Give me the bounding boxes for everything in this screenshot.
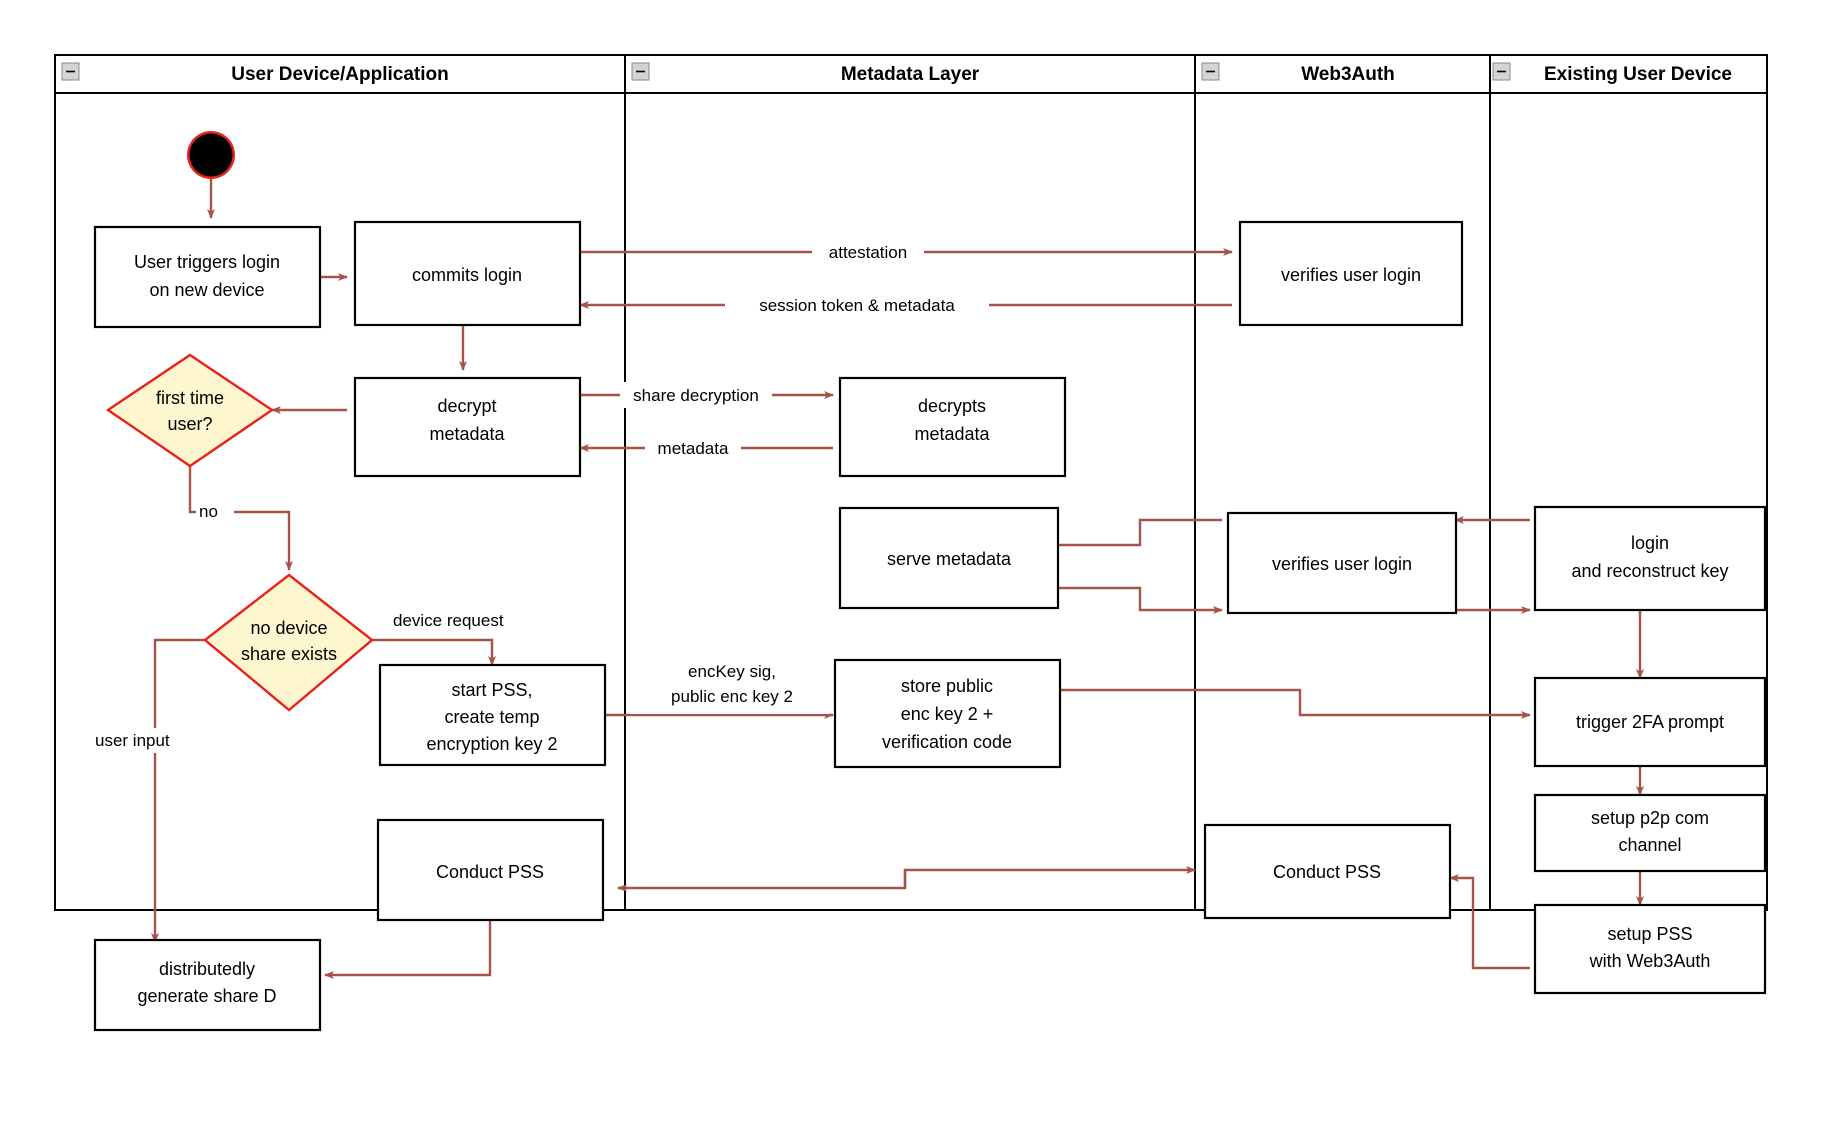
swimlane-title-web3auth: Web3Auth (1301, 64, 1395, 85)
node-label-line: verifies user login (1281, 265, 1421, 285)
edge-label-no: no (199, 502, 218, 521)
edge-label-metadata: metadata (658, 439, 729, 458)
edge-no-branch (188, 466, 293, 571)
node-label-line: decrypt (437, 396, 496, 416)
node-label-line: metadata (914, 424, 990, 444)
node-start-pss-create-temp-key[interactable]: start PSS, create temp encryption key 2 (378, 663, 607, 767)
node-label-line: decrypts (918, 396, 986, 416)
edge-label-share-decryption: share decryption (633, 386, 759, 405)
node-label-line: commits login (412, 265, 522, 285)
edge-label-user-input: user input (95, 731, 170, 750)
swimlane-metadata[interactable]: Metadata Layer (624, 54, 1196, 911)
node-label-line: start PSS, (451, 680, 532, 700)
node-distributedly-generate-share-d[interactable]: distributedly generate share D (93, 938, 322, 1032)
edge-store-key-to-trigger-2fa (1055, 688, 1531, 719)
collapse-minus-icon[interactable] (1201, 62, 1220, 81)
swimlane-container: User Device/Application Metadata Layer (54, 54, 1768, 911)
node-label-line: on new device (149, 280, 264, 300)
node-label-line: encryption key 2 (426, 734, 557, 754)
edge-setup-pss-to-conduct-pss-web3auth (1449, 874, 1530, 970)
node-label-line: channel (1618, 835, 1681, 855)
node-label-line: store public (901, 676, 993, 696)
edge-conduct-pss-to-generate-share-d (324, 920, 492, 979)
edge-label-attestation: attestation (829, 243, 907, 262)
node-label-line: setup PSS (1607, 924, 1692, 944)
node-label-line: distributedly (159, 959, 255, 979)
node-label-line: no device (250, 618, 327, 638)
node-label-line: verifies user login (1272, 554, 1412, 574)
node-label-line: setup p2p com (1591, 808, 1709, 828)
swimlane-title-existing-device: Existing User Device (1544, 64, 1732, 85)
node-store-public-enc-key[interactable]: store public enc key 2 + verification co… (833, 658, 1062, 769)
node-user-triggers-login[interactable]: User triggers login on new device (93, 225, 322, 329)
swimlane-title-user-device: User Device/Application (231, 64, 449, 85)
node-first-time-user[interactable]: first time user? (105, 353, 275, 468)
node-label-line: login (1631, 533, 1669, 553)
node-label-line: User triggers login (134, 252, 280, 272)
node-decrypt-metadata[interactable]: decrypt metadata (353, 376, 582, 478)
node-login-and-reconstruct-key[interactable]: login and reconstruct key (1533, 505, 1767, 612)
edge-labels-layer: attestation session token & metadata sha… (92, 239, 989, 753)
node-label-line: serve metadata (887, 549, 1012, 569)
node-trigger-2fa-prompt[interactable]: trigger 2FA prompt (1533, 676, 1767, 768)
node-verifies-user-login-2[interactable]: verifies user login (1226, 511, 1458, 615)
swimlane-existing-device[interactable]: Existing User Device (1489, 54, 1768, 911)
node-label-line: first time (156, 388, 224, 408)
edge-label-device-request: device request (393, 611, 504, 630)
node-label-line: user? (167, 414, 212, 434)
edge-verifies-login-2-to-serve-metadata (1049, 518, 1222, 549)
edge-label-session-token: session token & metadata (759, 296, 955, 315)
swimlane-web3auth[interactable]: Web3Auth (1194, 54, 1491, 911)
node-decrypts-metadata[interactable]: decrypts metadata (838, 376, 1067, 478)
swimlane-title-metadata: Metadata Layer (841, 64, 980, 85)
node-label-line: generate share D (137, 986, 276, 1006)
node-setup-pss-with-web3auth[interactable]: setup PSS with Web3Auth (1533, 903, 1767, 995)
nodes-layer: User triggers login on new device commit… (93, 131, 1767, 1032)
node-label-line: verification code (882, 732, 1012, 752)
node-serve-metadata[interactable]: serve metadata (838, 506, 1060, 610)
edge-label-enckey-sig-line1: encKey sig, (688, 662, 776, 681)
edge-device-request (372, 638, 496, 666)
node-label-line: trigger 2FA prompt (1576, 712, 1724, 732)
collapse-minus-icon[interactable] (631, 62, 650, 81)
node-label-line: enc key 2 + (901, 704, 994, 724)
node-label-line: with Web3Auth (1589, 951, 1711, 971)
collapse-minus-icon[interactable] (1492, 62, 1511, 81)
node-label-line: metadata (429, 424, 505, 444)
node-commits-login[interactable]: commits login (353, 220, 582, 327)
collapse-minus-icon[interactable] (61, 62, 80, 81)
edge-user-input (151, 638, 205, 943)
edge-label-enckey-sig-line2: public enc key 2 (671, 687, 793, 706)
node-label-line: Conduct PSS (1273, 862, 1381, 882)
node-label-line: Conduct PSS (436, 862, 544, 882)
node-label-line: create temp (444, 707, 539, 727)
node-verifies-user-login-1[interactable]: verifies user login (1238, 220, 1464, 327)
start-node[interactable] (187, 131, 235, 179)
node-label-line: and reconstruct key (1571, 561, 1728, 581)
node-no-device-share-exists[interactable]: no device share exists (203, 573, 374, 712)
node-conduct-pss-user[interactable]: Conduct PSS (376, 818, 605, 922)
edge-serve-metadata-to-verifies-login-2 (1050, 586, 1223, 614)
node-conduct-pss-web3auth[interactable]: Conduct PSS (1203, 823, 1452, 920)
edge-to-conduct-pss-user (617, 870, 907, 892)
node-setup-p2p-com-channel[interactable]: setup p2p com channel (1533, 793, 1767, 873)
node-label-line: share exists (241, 644, 337, 664)
swimlane-user-device[interactable]: User Device/Application (54, 54, 626, 911)
